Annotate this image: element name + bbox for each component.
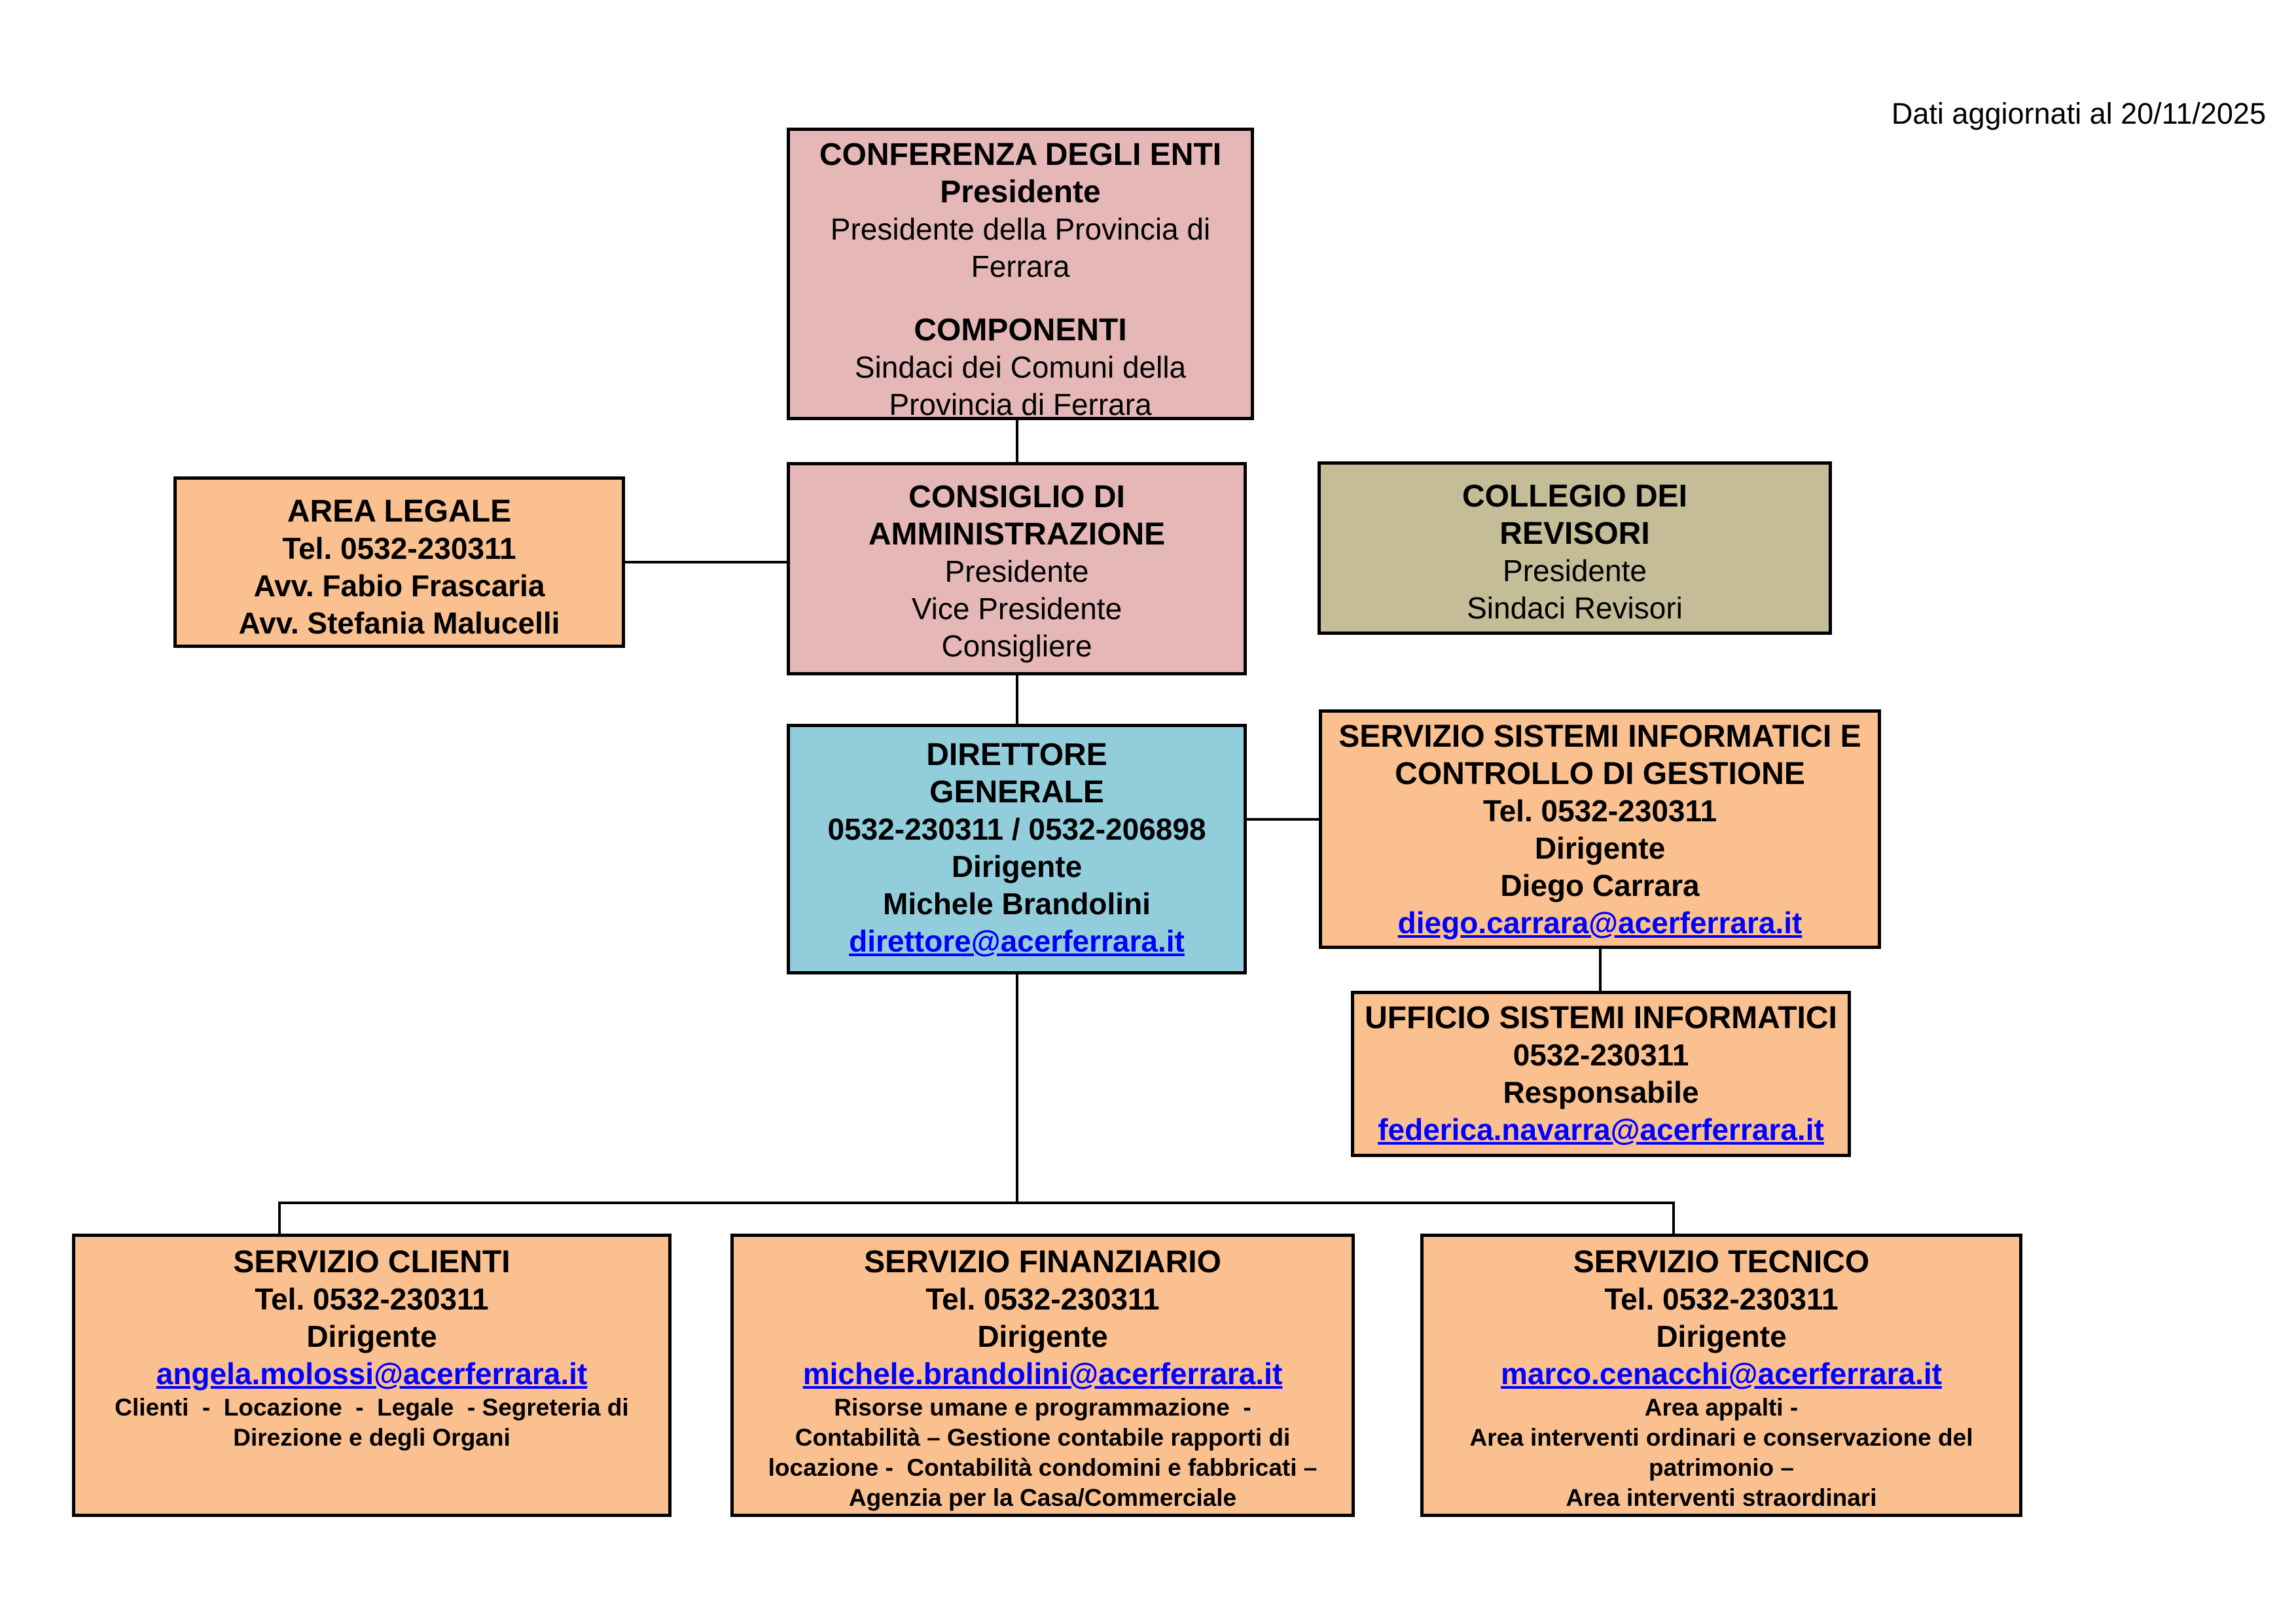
collegio-role-sindaci-revisori: Sindaci Revisori: [1467, 591, 1683, 625]
connector-drop-servizio-clienti: [278, 1202, 281, 1234]
connector-direttore-distribution: [1016, 974, 1018, 1204]
connector-distribution-horizontal: [278, 1202, 1675, 1204]
servizio-clienti-role: Dirigente: [306, 1319, 437, 1353]
connector-consiglio-direttore: [1016, 675, 1018, 724]
servizio-clienti-tel: Tel. 0532-230311: [255, 1282, 489, 1316]
data-updated-label: Dati aggiornati al 20/11/2025: [1891, 97, 2266, 130]
servizio-clienti-email-link[interactable]: angela.molossi@acerferrara.it: [156, 1357, 588, 1391]
box-servizio-sistemi-informatici: SERVIZIO SISTEMI INFORMATICI E CONTROLLO…: [1319, 709, 1881, 949]
conferenza-members: Sindaci dei Comuni della Provincia di Fe…: [854, 350, 1187, 421]
area-legale-person1: Avv. Fabio Frascaria: [253, 569, 545, 603]
consiglio-role-vice-presidente: Vice Presidente: [911, 592, 1122, 626]
spacer: [795, 285, 1246, 312]
area-legale-title: AREA LEGALE: [287, 494, 512, 529]
box-servizio-finanziario: SERVIZIO FINANZIARIO Tel. 0532-230311 Di…: [730, 1234, 1355, 1517]
consiglio-title: CONSIGLIO DI AMMINISTRAZIONE: [868, 480, 1166, 552]
box-area-legale: AREA LEGALE Tel. 0532-230311 Avv. Fabio …: [173, 476, 625, 648]
connector-servizio-sistemi-ufficio: [1599, 949, 1602, 991]
servizio-tecnico-areas: Area appalti - Area interventi ordinari …: [1469, 1394, 1973, 1511]
conferenza-members-label: COMPONENTI: [914, 313, 1127, 348]
box-ufficio-sistemi-informatici: UFFICIO SISTEMI INFORMATICI 0532-230311 …: [1351, 991, 1851, 1157]
connector-direttore-servizio-sistemi: [1247, 818, 1319, 821]
collegio-role-presidente: Presidente: [1503, 554, 1647, 588]
servizio-tecnico-title: SERVIZIO TECNICO: [1573, 1245, 1870, 1279]
box-servizio-tecnico: SERVIZIO TECNICO Tel. 0532-230311 Dirige…: [1420, 1234, 2022, 1517]
servizio-sistemi-tel: Tel. 0532-230311: [1482, 794, 1717, 828]
direttore-tel: 0532-230311 / 0532-206898: [827, 812, 1206, 846]
ufficio-sistemi-role: Responsabile: [1503, 1075, 1699, 1109]
servizio-clienti-areas: Clienti - Locazione - Legale - Segreteri…: [115, 1394, 629, 1451]
area-legale-person2: Avv. Stefania Malucelli: [238, 606, 560, 640]
servizio-sistemi-email-link[interactable]: diego.carrara@acerferrara.it: [1397, 906, 1803, 940]
servizio-sistemi-role: Dirigente: [1534, 831, 1666, 865]
consiglio-role-consigliere: Consigliere: [941, 629, 1092, 663]
direttore-title: DIRETTORE GENERALE: [926, 738, 1107, 810]
box-direttore-generale: DIRETTORE GENERALE 0532-230311 / 0532-20…: [787, 724, 1247, 974]
servizio-finanziario-areas: Risorse umane e programmazione - Contabi…: [768, 1394, 1318, 1511]
servizio-sistemi-title: SERVIZIO SISTEMI INFORMATICI E CONTROLLO…: [1338, 719, 1861, 791]
connector-area-legale-consiglio: [625, 561, 787, 563]
ufficio-sistemi-tel: 0532-230311: [1513, 1038, 1689, 1072]
servizio-sistemi-person: Diego Carrara: [1500, 868, 1700, 902]
direttore-role: Dirigente: [951, 849, 1083, 883]
servizio-tecnico-email-link[interactable]: marco.cenacchi@acerferrara.it: [1501, 1357, 1942, 1391]
servizio-finanziario-email-link[interactable]: michele.brandolini@acerferrara.it: [802, 1357, 1283, 1391]
box-collegio-revisori: COLLEGIO DEI REVISORI Presidente Sindaci…: [1318, 461, 1832, 635]
direttore-email-link[interactable]: direttore@acerferrara.it: [849, 924, 1185, 958]
connector-drop-servizio-tecnico: [1672, 1202, 1675, 1234]
direttore-person: Michele Brandolini: [883, 887, 1151, 921]
servizio-finanziario-tel: Tel. 0532-230311: [925, 1282, 1160, 1316]
servizio-tecnico-tel: Tel. 0532-230311: [1604, 1282, 1839, 1316]
conferenza-president-label: Presidente: [940, 175, 1101, 209]
conferenza-title: CONFERENZA DEGLI ENTI: [819, 137, 1222, 172]
box-consiglio-amministrazione: CONSIGLIO DI AMMINISTRAZIONE Presidente …: [787, 462, 1247, 675]
servizio-tecnico-role: Dirigente: [1656, 1319, 1787, 1353]
area-legale-tel: Tel. 0532-230311: [282, 531, 516, 565]
box-servizio-clienti: SERVIZIO CLIENTI Tel. 0532-230311 Dirige…: [72, 1234, 672, 1517]
consiglio-role-presidente: Presidente: [944, 554, 1089, 588]
collegio-title: COLLEGIO DEI REVISORI: [1462, 479, 1687, 551]
conferenza-president: Presidente della Provincia di Ferrara: [830, 212, 1211, 283]
servizio-finanziario-role: Dirigente: [977, 1319, 1108, 1353]
ufficio-sistemi-email-link[interactable]: federica.navarra@acerferrara.it: [1378, 1113, 1824, 1147]
servizio-clienti-title: SERVIZIO CLIENTI: [233, 1245, 511, 1279]
ufficio-sistemi-title: UFFICIO SISTEMI INFORMATICI: [1365, 1001, 1837, 1035]
box-conferenza-degli-enti: CONFERENZA DEGLI ENTI Presidente Preside…: [787, 128, 1254, 421]
servizio-finanziario-title: SERVIZIO FINANZIARIO: [864, 1245, 1221, 1279]
connector-conferenza-consiglio: [1016, 420, 1018, 462]
